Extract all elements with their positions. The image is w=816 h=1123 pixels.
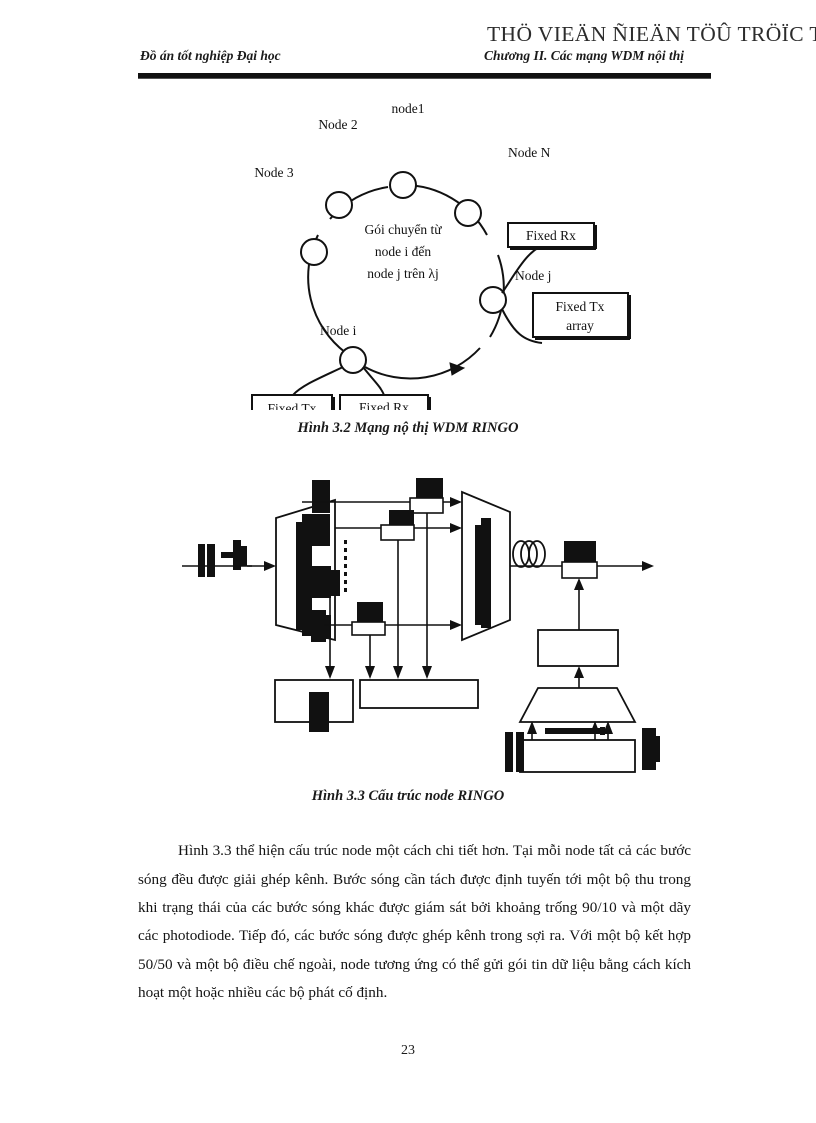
box-label: Fixed Tx: [268, 401, 317, 410]
ring-label-node1: node1: [392, 101, 425, 116]
figure-ringo-node-architecture: [180, 470, 680, 780]
box-fixed-tx-array-node-i: Fixed Tx array: [251, 394, 335, 410]
box-fixed-rx-node-i: Fixed Rx: [339, 394, 431, 410]
page-number: 23: [401, 1043, 415, 1058]
box-fixed-tx-array-node-j: Fixed Tx array: [532, 292, 631, 340]
figure-ringo-network: node1 Node 2 Node 3 Node N Node j Node i…: [150, 95, 690, 410]
caption-figure-3-2: Hình 3.2 Mạng nộ thị WDM RINGO: [297, 420, 519, 436]
ring-node-2: [325, 191, 353, 219]
ring-center-line2: node i đến: [375, 244, 431, 259]
photodiode-array-block: [359, 679, 479, 709]
ring-label-nodeN: Node N: [508, 145, 551, 160]
header-rule: [138, 73, 711, 79]
ring-label-node3: Node 3: [254, 165, 294, 180]
ring-node-3: [300, 238, 328, 266]
combiner-block: [518, 687, 637, 723]
body-paragraph: Hình 3.3 thể hiện cấu trúc node một cách…: [138, 842, 691, 1002]
ring-label-node2: Node 2: [318, 117, 357, 132]
library-watermark: THÖ VIEÄN ÑIEÄN TÖÛ TRÖÏC TUYEÁN: [487, 22, 816, 46]
box-fixed-rx-node-j: Fixed Rx: [507, 222, 597, 250]
fixed-tx-array-block: [519, 739, 636, 773]
box-label: Fixed Rx: [359, 400, 409, 410]
ring-node-1: [389, 171, 417, 199]
ring-label-nodej: Node j: [515, 268, 551, 283]
header-left-title: Đồ án tốt nghiệp Đại học: [140, 48, 281, 63]
box-label: Fixed Rx: [526, 228, 576, 243]
ring-center-line1: Gói chuyển từ: [364, 222, 442, 237]
caption-figure-3-3: Hình 3.3 Cấu trúc node RINGO: [311, 788, 505, 804]
control-block: [537, 629, 619, 667]
ring-label-nodei: Node i: [320, 323, 357, 338]
box-label: array: [566, 318, 594, 333]
header-right-chapter: Chương II. Các mạng WDM nội thị: [484, 48, 685, 63]
ring-center-line3: node j trên λj: [367, 266, 438, 281]
ring-node-i: [339, 346, 367, 374]
ring-node-n: [454, 199, 482, 227]
box-label: Fixed Tx: [556, 299, 605, 314]
ring-node-j: [479, 286, 507, 314]
